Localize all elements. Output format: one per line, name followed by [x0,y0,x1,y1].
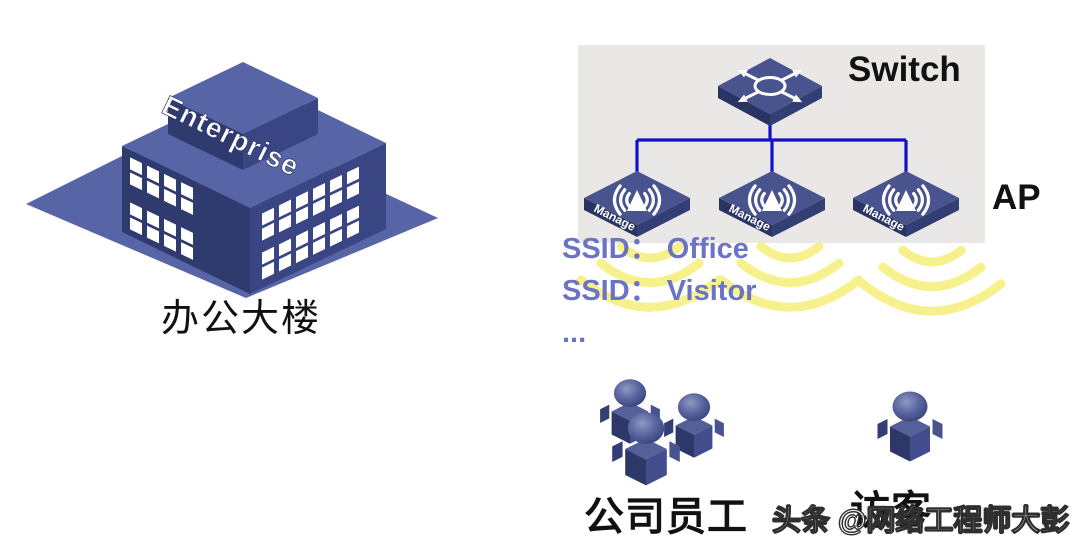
building-label: 办公大楼 [161,298,322,340]
ap-device-3 [851,169,961,239]
switch-device [718,58,822,126]
visitor-figure [877,391,943,462]
employees-label: 公司员工 [584,495,748,539]
building-windows-left [130,157,193,260]
switch-label: Switch [848,50,961,89]
building-upper-right-face [243,98,318,170]
ap-label: AP [992,178,1041,217]
ssid-line-visitor: SSID： Visitor [562,275,757,307]
switch-icon [736,68,804,104]
building-left-face [122,146,250,294]
employees-group-figures [600,379,724,486]
building-upper-left-face [168,98,243,170]
watermark-text: 头条 @网络工程师大彭 [771,505,1070,538]
ssid-list: SSID： Office SSID： Visitor ... [562,228,756,354]
building-upper-roof [168,62,318,134]
ssid-line-office: SSID： Office [562,233,749,265]
visitor-label: 访客 [850,489,932,533]
enterprise-building-illustration: Enterprise [26,62,438,298]
wifi-waves-ap3 [863,250,1001,311]
ssid-line-more: ... [562,317,587,349]
building-windows-right [262,166,359,280]
